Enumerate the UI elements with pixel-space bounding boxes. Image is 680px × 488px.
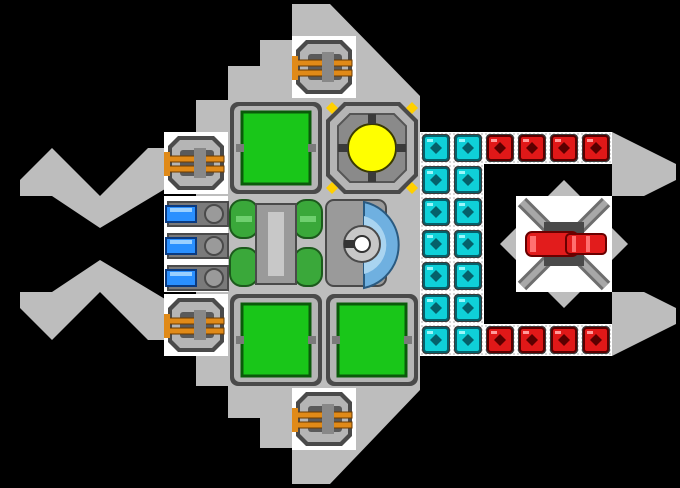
main-cannon[interactable]	[517, 197, 611, 291]
thruster[interactable]	[165, 265, 229, 291]
turret[interactable]	[164, 298, 225, 352]
shield-block[interactable]	[422, 294, 450, 322]
shield-block[interactable]	[454, 294, 482, 322]
shield-block[interactable]	[422, 166, 450, 194]
hull-wing-upper-left	[20, 148, 180, 228]
turret[interactable]	[292, 392, 353, 446]
turret[interactable]	[292, 40, 353, 94]
shield-block[interactable]	[422, 262, 450, 290]
turrets	[164, 40, 353, 446]
shield-block[interactable]	[454, 134, 482, 162]
reactor[interactable]	[326, 102, 418, 194]
thrusters	[165, 201, 229, 291]
shield-block[interactable]	[422, 198, 450, 226]
armor-block[interactable]	[582, 134, 610, 162]
armor-block[interactable]	[550, 326, 578, 354]
armor-block[interactable]	[486, 134, 514, 162]
cockpit[interactable]	[325, 199, 400, 290]
armor-block[interactable]	[582, 326, 610, 354]
shield-block[interactable]	[454, 326, 482, 354]
armor-block[interactable]	[518, 134, 546, 162]
hull-wing-lower-left	[20, 260, 180, 340]
cargo-bay[interactable]	[230, 294, 322, 386]
armor-block[interactable]	[518, 326, 546, 354]
shield-block[interactable]	[422, 326, 450, 354]
shield-block[interactable]	[454, 198, 482, 226]
shield-block[interactable]	[454, 166, 482, 194]
shield-block[interactable]	[454, 262, 482, 290]
shield-block[interactable]	[454, 230, 482, 258]
turret[interactable]	[164, 136, 225, 190]
shield-block[interactable]	[422, 134, 450, 162]
cargo-bay-icon	[240, 110, 312, 186]
shield-blocks	[422, 134, 482, 354]
shield-block[interactable]	[422, 230, 450, 258]
thruster[interactable]	[165, 233, 229, 259]
armor-blocks	[486, 134, 610, 354]
cargo-bay-icon	[336, 302, 408, 378]
armor-block[interactable]	[486, 326, 514, 354]
armor-block[interactable]	[550, 134, 578, 162]
thruster[interactable]	[165, 201, 229, 227]
cargo-bay-icon	[240, 302, 312, 378]
cargo-bay[interactable]	[326, 294, 418, 386]
cargo-bay[interactable]	[230, 102, 322, 194]
reactor-icon	[347, 123, 397, 173]
fuel-tank[interactable]	[229, 199, 323, 287]
